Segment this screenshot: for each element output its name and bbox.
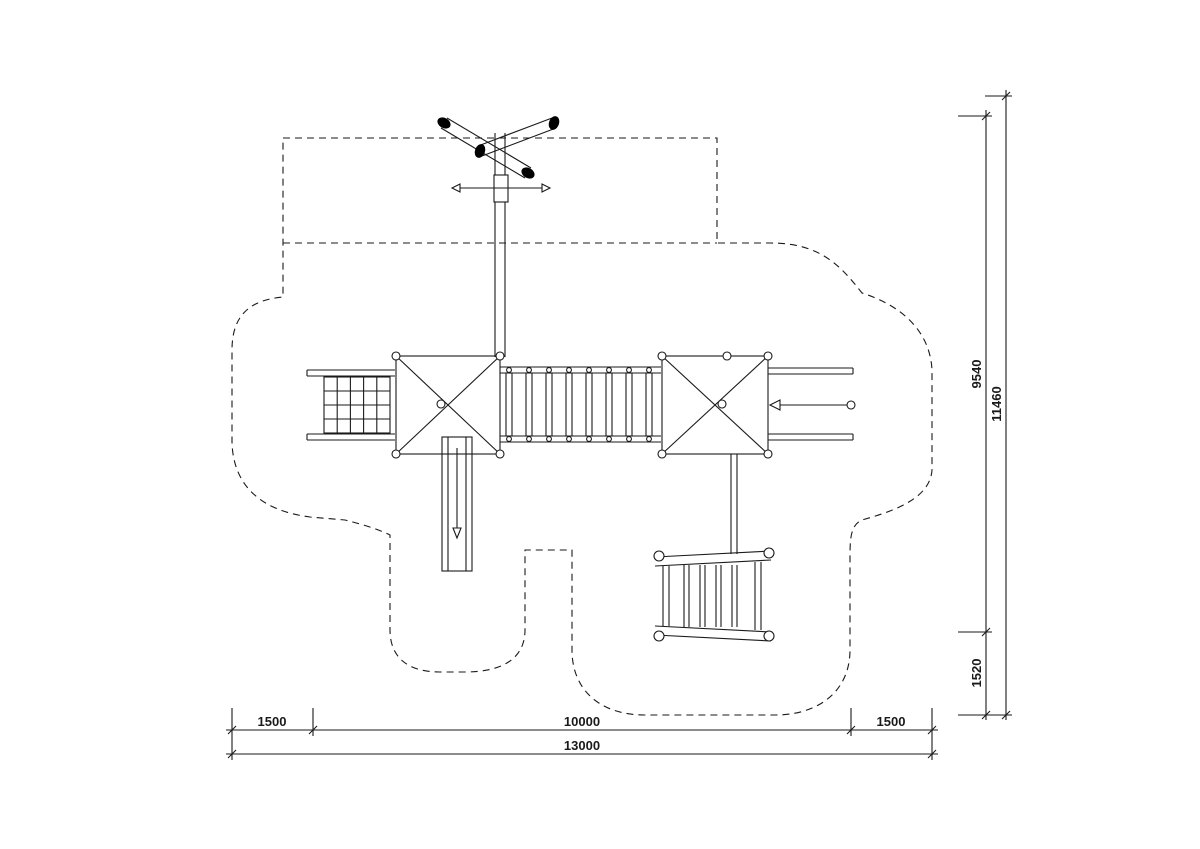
bridge-bolt bbox=[526, 367, 532, 373]
bridge-bolt bbox=[506, 367, 512, 373]
bridge-bolt bbox=[506, 436, 512, 442]
bridge-bolt bbox=[606, 436, 612, 442]
bridge-bolt bbox=[606, 367, 612, 373]
ramp bbox=[768, 367, 856, 441]
bridge-plank bbox=[645, 372, 653, 437]
bridge-bolt bbox=[526, 436, 532, 442]
bridge-plank bbox=[545, 372, 553, 437]
right-tower bbox=[657, 351, 773, 459]
dim-bottom-right: 1500 bbox=[877, 714, 906, 729]
dimensions-right: 9540 1520 11460 bbox=[958, 90, 1012, 720]
climbing-net bbox=[306, 369, 395, 441]
bridge-plank bbox=[565, 372, 573, 437]
bridge-bolt bbox=[586, 436, 592, 442]
left-tower bbox=[391, 351, 505, 459]
spinner-equipment bbox=[437, 116, 560, 357]
dim-bottom-total: 13000 bbox=[564, 738, 600, 753]
dim-right-total: 11460 bbox=[989, 386, 1004, 421]
slide bbox=[441, 436, 473, 572]
bridge-plank bbox=[625, 372, 633, 437]
bridge-bolt bbox=[566, 367, 572, 373]
bridge-bolt bbox=[626, 436, 632, 442]
bridge-bolt bbox=[566, 436, 572, 442]
bridge-plank bbox=[605, 372, 613, 437]
bridge-bolt bbox=[626, 367, 632, 373]
dim-right-lower: 1520 bbox=[969, 659, 984, 688]
dim-bottom-middle: 10000 bbox=[564, 714, 600, 729]
bridge-plank bbox=[505, 372, 513, 437]
bridge-bolt bbox=[546, 367, 552, 373]
dim-right-upper: 9540 bbox=[969, 360, 984, 389]
bridge-plank bbox=[585, 372, 593, 437]
dim-bottom-left: 1500 bbox=[258, 714, 287, 729]
bridge-bolt bbox=[586, 367, 592, 373]
safety-zone-outline bbox=[231, 137, 933, 716]
dimensions-bottom: 1500 10000 1500 13000 bbox=[226, 708, 938, 760]
ladder-frame bbox=[653, 454, 775, 642]
bridge-bolt bbox=[646, 436, 652, 442]
bridge-bolt bbox=[646, 367, 652, 373]
bridge-plank bbox=[525, 372, 533, 437]
bridge bbox=[500, 366, 661, 443]
bridge-bolt bbox=[546, 436, 552, 442]
